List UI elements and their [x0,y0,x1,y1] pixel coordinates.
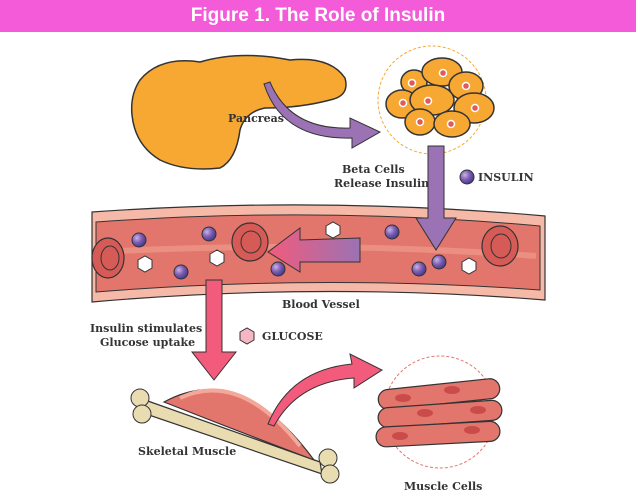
beta-cells-label-line2: Release Insulin [334,177,429,190]
glucose-cube-icon [239,327,255,345]
beta-cells-label-line1: Beta Cells [342,163,405,176]
pancreas-to-beta-arrow [263,81,382,149]
stimulates-label-line2: Glucose uptake [100,336,195,349]
insulin-legend-label: INSULIN [478,171,534,184]
skeletal-muscle-label: Skeletal Muscle [138,445,236,458]
pancreas: Pancreas [130,54,347,170]
pancreas-label: Pancreas [228,112,284,125]
vessel-flow-arrow [267,227,361,273]
glucose-legend-label: GLUCOSE [262,330,323,343]
beta-cells [377,45,495,155]
figure-title: Figure 1. The Role of Insulin [0,0,636,32]
glucose-uptake-arrow [190,279,238,381]
insulin-release-arrow [415,145,457,251]
muscle-to-cells-arrow [267,353,384,427]
blood-vessel-label: Blood Vessel [282,298,360,311]
skeletal-muscle [130,388,340,484]
stimulates-label-line1: Insulin stimulates [90,322,202,335]
muscle-cells [375,355,503,469]
insulin-diagram: Pancreas Beta Cells Release Insulin INSU… [90,45,546,493]
insulin-molecule-icon [459,169,475,185]
muscle-cells-label: Muscle Cells [404,480,482,493]
